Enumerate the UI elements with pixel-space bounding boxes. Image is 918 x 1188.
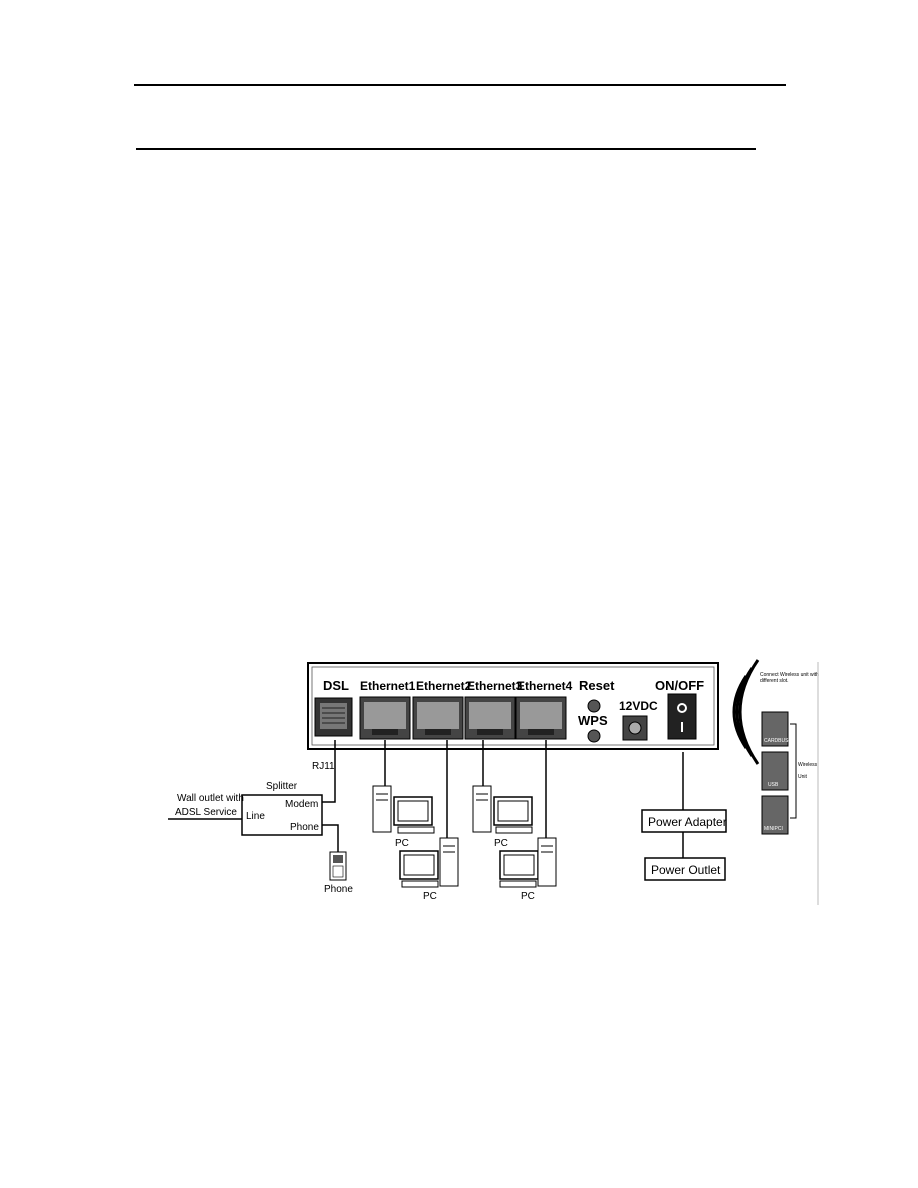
splitter-phone-label: Phone [290, 822, 319, 833]
wall-outlet-line1: Wall outlet with [177, 793, 244, 804]
pc-label-2: PC [423, 891, 437, 902]
cardbus-label: CARDBUS [764, 738, 789, 744]
power-outlet-box [644, 857, 726, 881]
wireless-note-line2: different slot. [760, 678, 789, 684]
wps-button [587, 729, 601, 743]
ethernet3-label: Ethernet3 [467, 679, 523, 693]
pc-icon-4 [499, 837, 557, 888]
dsl-cable [322, 740, 336, 803]
usb-card [761, 751, 789, 791]
power-adapter-box [641, 809, 727, 833]
wireless-units: Connect Wireless unit with different slo… [760, 662, 819, 905]
wireless-note-line1: Connect Wireless unit with [760, 672, 819, 678]
splitter-line-label: Line [246, 811, 265, 822]
power-jack-label: 12VDC [619, 699, 658, 713]
phone-device-label: Phone [324, 884, 353, 895]
wps-label: WPS [578, 713, 608, 728]
dsl-port-label: DSL [323, 678, 349, 693]
usb-label: USB [768, 782, 779, 788]
reset-button [587, 699, 601, 713]
ethernet2-label: Ethernet2 [416, 679, 472, 693]
wall-outlet-line2: ADSL Service [175, 807, 237, 818]
reset-label: Reset [579, 678, 615, 693]
pc-label-3: PC [494, 838, 508, 849]
ethernet1-port [359, 696, 411, 740]
dsl-port [314, 697, 353, 737]
section-rule [136, 148, 756, 150]
minipci-card [761, 795, 789, 835]
splitter-modem-label: Modem [285, 799, 318, 810]
ethernet1-label: Ethernet1 [360, 679, 416, 693]
cardbus-card [761, 711, 789, 747]
ethernet4-label: Ethernet4 [517, 679, 573, 693]
top-rule [134, 84, 786, 86]
pc-label-1: PC [395, 838, 409, 849]
pc-icon-2 [399, 837, 459, 888]
rj11-label: RJ11 [312, 761, 335, 772]
phone-icon [329, 851, 347, 881]
pc-icon-3 [472, 785, 533, 834]
ethernet4-port [515, 696, 567, 740]
splitter-title: Splitter [266, 781, 298, 792]
on-off-label: ON/OFF [655, 678, 704, 693]
router-back-panel: DSL Ethernet1 Ethernet2 Ethernet3 Ethern… [307, 662, 719, 750]
ethernet3-port [464, 696, 516, 740]
ethernet2-port [412, 696, 464, 740]
wireless-unit-line2: Unit [798, 774, 808, 780]
power-adapter-label: Power Adapter [648, 815, 727, 829]
on-off-switch [667, 693, 697, 740]
minipci-label: MINIPCI [764, 826, 783, 832]
lan-cables [384, 740, 547, 838]
pc-label-4: PC [521, 891, 535, 902]
wireless-signal-icon [732, 659, 760, 765]
power-jack [622, 715, 648, 741]
power-outlet-label: Power Outlet [651, 863, 721, 877]
splitter: Splitter Line Modem Phone [241, 781, 323, 836]
wireless-unit-line1: Wireless [798, 762, 818, 768]
pc-icon-1 [372, 785, 435, 834]
phone-cable [322, 824, 339, 852]
